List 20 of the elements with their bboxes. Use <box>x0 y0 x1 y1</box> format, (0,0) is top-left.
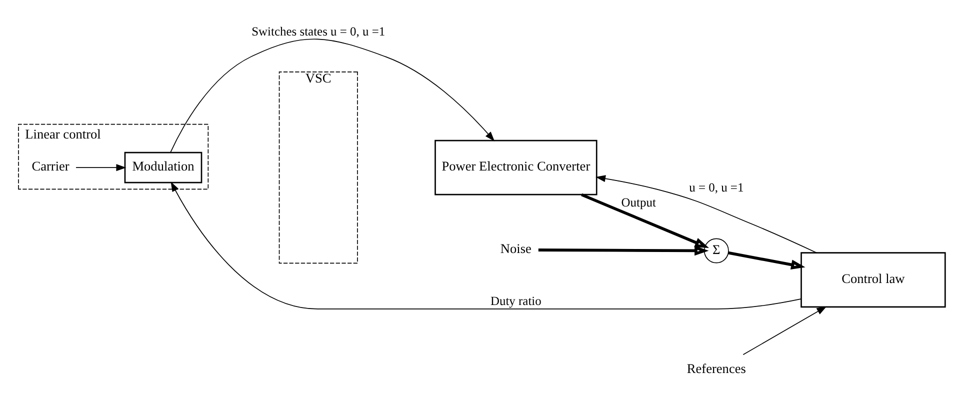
arrow <box>581 193 710 248</box>
node-box: Control law <box>800 252 946 308</box>
edge-label: Output <box>621 196 656 210</box>
node-text: Noise <box>500 241 532 256</box>
node-box: VSC <box>278 72 358 264</box>
edge-label: Switches states u = 0, u =1 <box>252 24 386 38</box>
edge-label: Duty ratio <box>490 294 542 308</box>
arrow <box>76 164 126 172</box>
node-circle: Σ <box>704 238 729 264</box>
arrow <box>538 246 709 256</box>
edge-label: u = 0, u =1 <box>689 180 744 195</box>
arrow <box>170 182 802 310</box>
node-text: References <box>686 360 746 376</box>
arrow <box>728 251 806 270</box>
arrow <box>742 306 827 356</box>
node-text: Carrier <box>32 158 70 174</box>
node-box: Modulation <box>124 152 202 184</box>
node-box: Power Electronic Converter <box>434 140 598 196</box>
arrow <box>170 38 495 153</box>
arrow <box>596 175 817 254</box>
